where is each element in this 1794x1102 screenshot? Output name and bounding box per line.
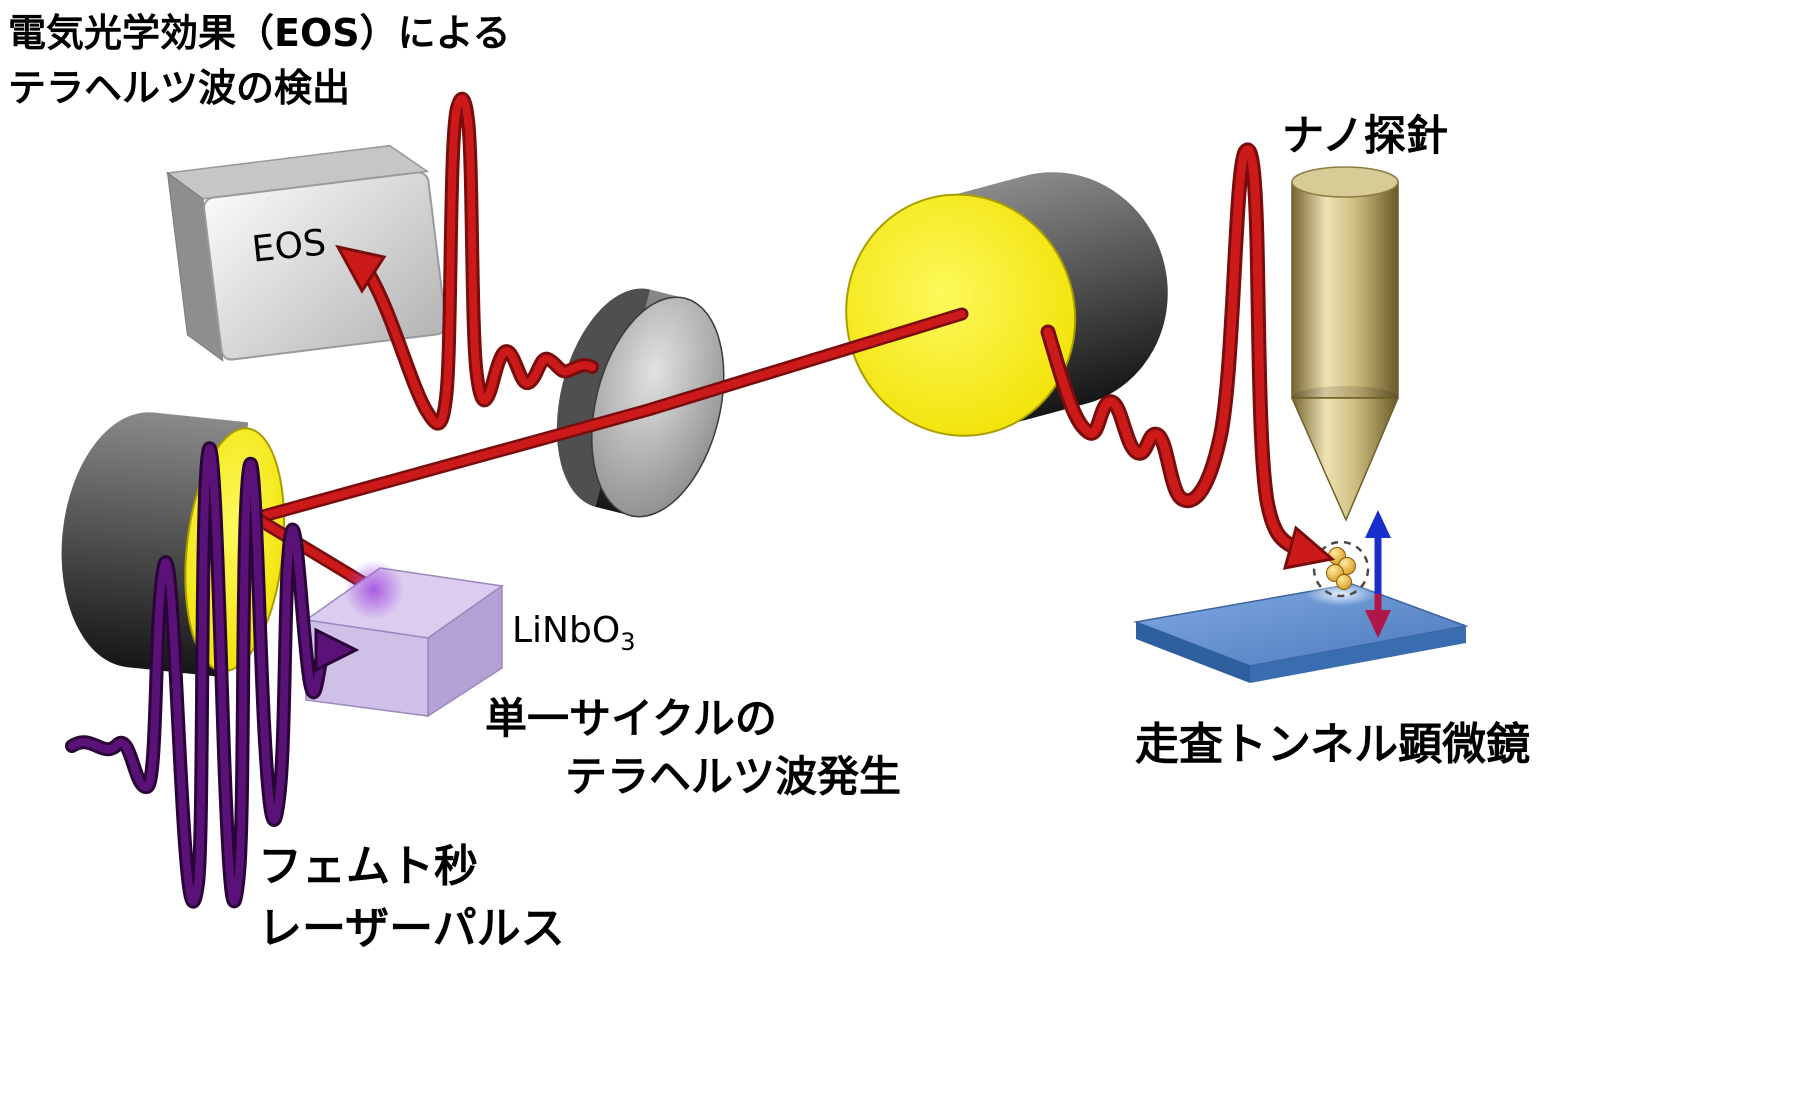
eos-box-front-face <box>203 171 447 361</box>
nano-probe-tip <box>1290 166 1400 522</box>
right-parabolic-mirror <box>845 172 1168 437</box>
stm-label: 走査トンネル顕微鏡 <box>1135 719 1531 770</box>
eos-box-label: EOS <box>250 222 328 271</box>
probe-top-cap <box>1291 166 1399 198</box>
thz-generation-line2: テラヘルツ波発生 <box>565 751 902 801</box>
femtosecond-label-line2: レーザーパルス <box>258 902 565 954</box>
fs-pulse-core <box>68 444 328 906</box>
linbo3-label-base: LiNbO <box>512 610 621 651</box>
detected-thz-pulse-waveform <box>335 91 599 431</box>
probe-cone <box>1290 397 1400 522</box>
detected-pulse-core <box>364 94 596 428</box>
tunneling-glow <box>1305 582 1377 606</box>
motion-arrows <box>1365 510 1391 638</box>
beam-splitter-disk <box>556 288 725 518</box>
crystal-emission-glow <box>344 560 404 620</box>
eos-detection-title-line2: テラヘルツ波の検出 <box>8 66 351 111</box>
thz-pulse-to-tip-waveform <box>1040 142 1336 570</box>
femtosecond-pulse-waveform <box>65 441 360 909</box>
sample-left-edge <box>1136 622 1250 683</box>
femtosecond-laser-label: フェムト秒 レーザーパルス <box>258 836 565 959</box>
up-arrow-head <box>1365 510 1391 538</box>
linbo3-crystal <box>304 560 504 718</box>
linbo3-label: LiNbO3 <box>512 610 635 656</box>
eos-detection-title-line1: 電気光学効果（EOS）による <box>8 11 511 55</box>
nano-probe-label: ナノ探針 <box>1282 111 1448 160</box>
tip-pulse-arrowhead <box>1282 525 1336 570</box>
fs-pulse-arrowhead <box>314 627 360 673</box>
thz-generation-line1: 単一サイクルの <box>485 694 777 743</box>
atom <box>1336 574 1352 590</box>
detected-pulse-arrowhead <box>335 244 387 294</box>
down-arrow-head <box>1365 610 1391 638</box>
thz-generation-label: 単一サイクルの テラヘルツ波発生 <box>485 690 901 806</box>
linbo3-label-subscript: 3 <box>620 628 636 657</box>
sample-right-edge <box>1250 626 1466 683</box>
beam-mirror-to-disk-to-mirror-core <box>252 310 966 522</box>
eos-detection-title: 電気光学効果（EOS）による テラヘルツ波の検出 <box>8 6 511 116</box>
dashed-interaction-circle <box>1312 540 1370 598</box>
sample-plate <box>1133 582 1469 683</box>
probe-cylinder <box>1291 181 1399 399</box>
femtosecond-label-line1: フェムト秒 <box>258 841 478 892</box>
tip-pulse-core <box>1043 145 1299 552</box>
